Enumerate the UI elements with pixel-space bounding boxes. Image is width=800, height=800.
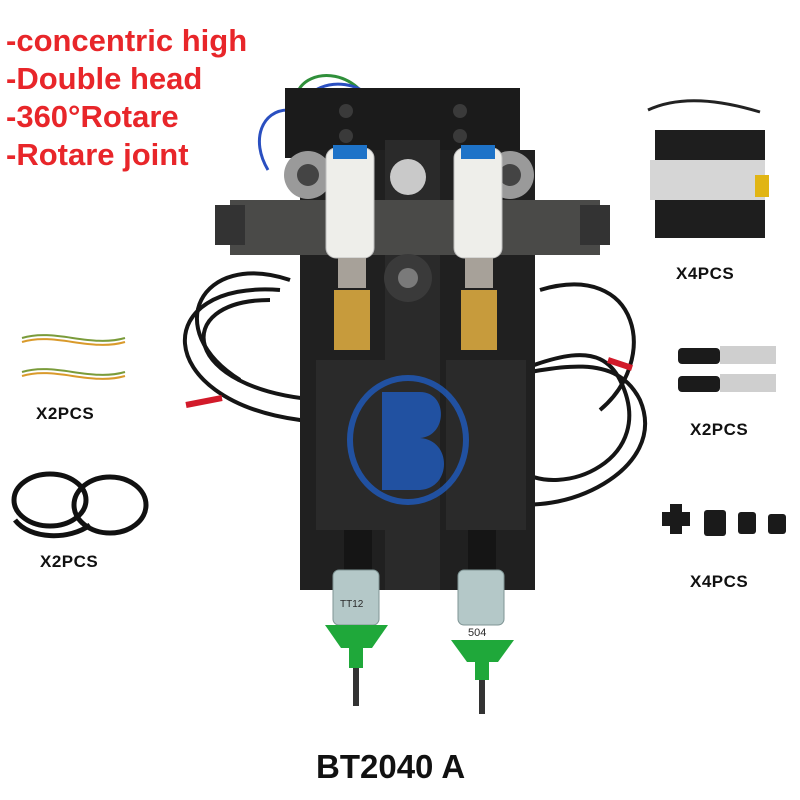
motor-cables-image [11,471,149,539]
pneumatic-fittings-image [662,504,786,536]
watermark-logo [347,375,469,505]
right-nozzle-label: 504 [468,627,486,639]
feature-item: -concentric high [6,23,248,58]
right-head: 504 [446,145,526,714]
sensor-cables-qty: X2PCS [36,404,95,423]
solenoid-valves-image [647,99,769,238]
sensor-cables-image [21,334,126,380]
feature-item: -Double head [6,61,203,96]
pneumatic-fittings-qty: X4PCS [690,572,749,591]
left-nozzle-label: TT12 [340,599,364,610]
feature-item: -Rotare joint [6,137,189,172]
motor-cables-qty: X2PCS [40,552,99,571]
feature-item: -360°Rotare [6,99,179,134]
model-label: BT2040 A [316,748,466,785]
solenoid-valves-qty: X4PCS [676,264,735,283]
proximity-sensors-image [678,346,776,392]
proximity-sensors-qty: X2PCS [690,420,749,439]
feature-list: -concentric high -Double head -360°Rotar… [6,22,247,174]
